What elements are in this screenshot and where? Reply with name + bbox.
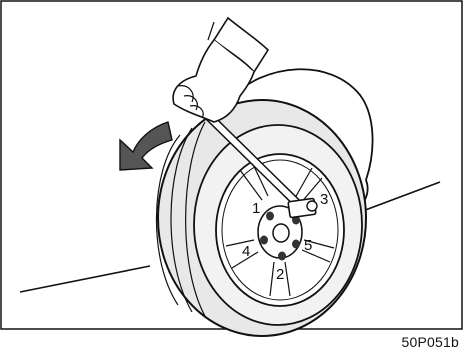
figure-code-label: 50P051b — [402, 334, 459, 350]
ground-line-left — [20, 266, 150, 292]
lug-nut-5 — [292, 240, 300, 249]
lug-label-3: 3 — [320, 191, 328, 208]
ground-line-right — [360, 182, 440, 212]
rotation-arrow-icon — [120, 122, 172, 170]
hub-center — [273, 224, 289, 242]
lug-label-4: 4 — [242, 243, 250, 260]
wrench-socket-end — [307, 201, 317, 211]
lug-label-5: 5 — [304, 237, 312, 254]
lug-label-1: 1 — [252, 200, 260, 217]
lug-nut-2 — [278, 252, 286, 261]
lug-nut-1 — [266, 212, 274, 221]
cuff-line — [208, 22, 214, 40]
lug-nut-4 — [260, 236, 268, 245]
lug-label-2: 2 — [276, 266, 284, 283]
wheel-rim — [216, 154, 344, 306]
arrow-shape — [120, 122, 172, 170]
